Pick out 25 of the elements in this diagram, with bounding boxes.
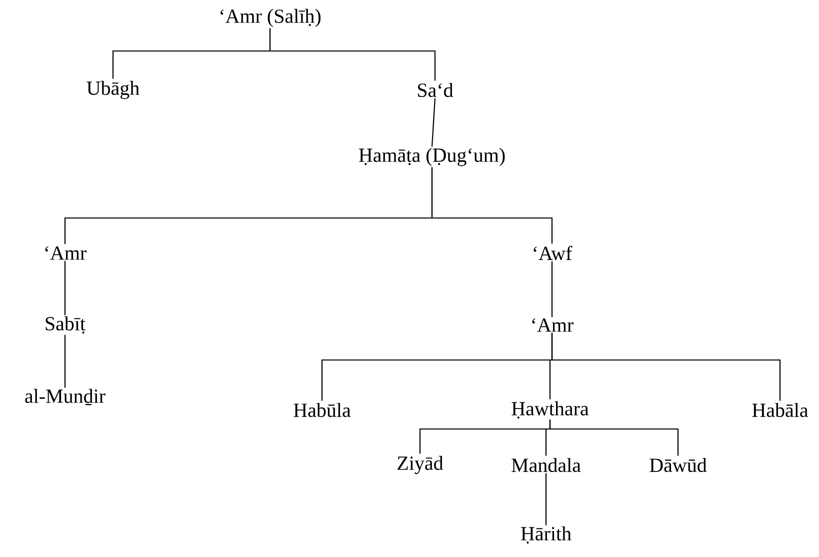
tree-line [64,334,66,388]
tree-line [431,98,436,147]
name-label: Dāwūd [650,458,707,472]
name-label: Sa‘d [418,82,454,98]
name-label: al-Munḏir [25,388,106,406]
name-label: Habāla [752,402,808,418]
name-label: ‘Awf [534,246,572,260]
name-label: ‘Amr [45,246,86,260]
name-label: ‘Amr [532,318,574,332]
tree-line [545,473,547,526]
tree-line [64,260,66,316]
name-label: Ziyād [398,456,444,474]
name-label: Habūla [294,402,351,418]
tree-line [269,28,436,81]
name-label: Ḥawthara [512,401,589,419]
tree-line [549,420,679,456]
name-label: Ḥamāṭa (Ḍug‘um) [359,148,505,166]
name-label: ‘Amr (Salīḥ) [220,8,321,28]
tree-line [431,167,553,244]
name-label: Mandala [512,458,581,472]
tree-line [551,261,553,318]
tree-line [551,332,781,401]
name-label: Ḥārith [521,526,572,544]
name-label: Ubāgh [86,80,140,100]
name-label: Sabīṭ [46,316,86,334]
